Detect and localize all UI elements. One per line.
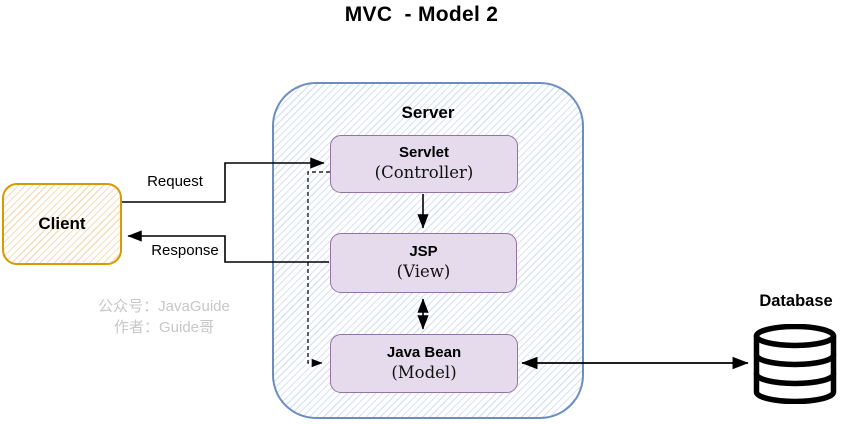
watermark-line2: 作者：Guide哥	[113, 319, 215, 336]
jsp-role: (View)	[396, 262, 451, 282]
servlet-name: Servlet	[398, 144, 450, 162]
database-icon	[753, 324, 837, 404]
javabean-name: Java Bean	[386, 343, 462, 361]
jsp-name: JSP	[409, 243, 438, 261]
javabean-role: (Model)	[391, 362, 457, 382]
diagram-title: MVC - Model 2	[344, 3, 499, 26]
servlet-node[interactable]: Servlet (Controller)	[330, 135, 518, 193]
servlet-role: (Controller)	[374, 163, 474, 183]
database-label: Database	[759, 292, 833, 310]
jsp-node[interactable]: JSP (View)	[330, 233, 517, 293]
client-label: Client	[38, 214, 86, 233]
watermark: 公众号：JavaGuide 作者：Guide哥	[83, 296, 245, 338]
watermark-line1: 公众号：JavaGuide	[98, 298, 230, 315]
response-edge-label: Response	[151, 242, 219, 259]
client-node[interactable]: Client	[2, 183, 122, 265]
server-label: Server	[401, 103, 455, 122]
request-edge-label: Request	[147, 173, 203, 190]
javabean-node[interactable]: Java Bean (Model)	[330, 334, 518, 393]
